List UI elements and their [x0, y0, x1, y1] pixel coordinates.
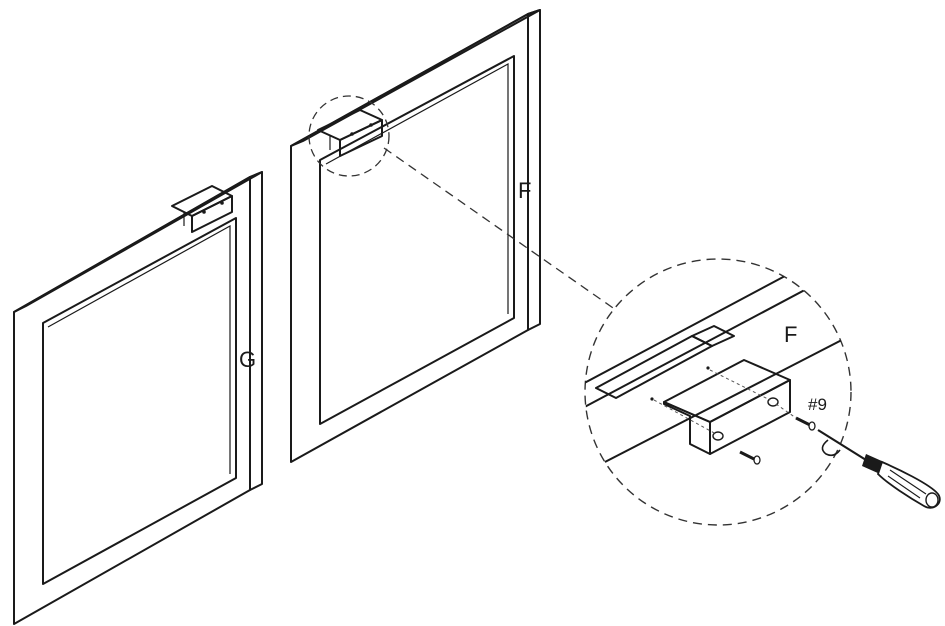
screw-icon [795, 416, 816, 431]
bracket-icon [317, 109, 383, 157]
screw-icon [739, 450, 761, 465]
detail-view [584, 258, 941, 526]
leader-line [383, 147, 617, 311]
label-panel-f: F [518, 178, 531, 203]
bracket-icon [171, 185, 233, 233]
label-detail-f: F [784, 322, 797, 347]
panel-g [13, 171, 263, 625]
label-screw-9: #9 [808, 395, 827, 414]
screwdriver-icon [817, 429, 941, 509]
label-panel-g: G [239, 347, 256, 372]
callout-circle [308, 95, 390, 177]
panel-f [290, 9, 541, 463]
